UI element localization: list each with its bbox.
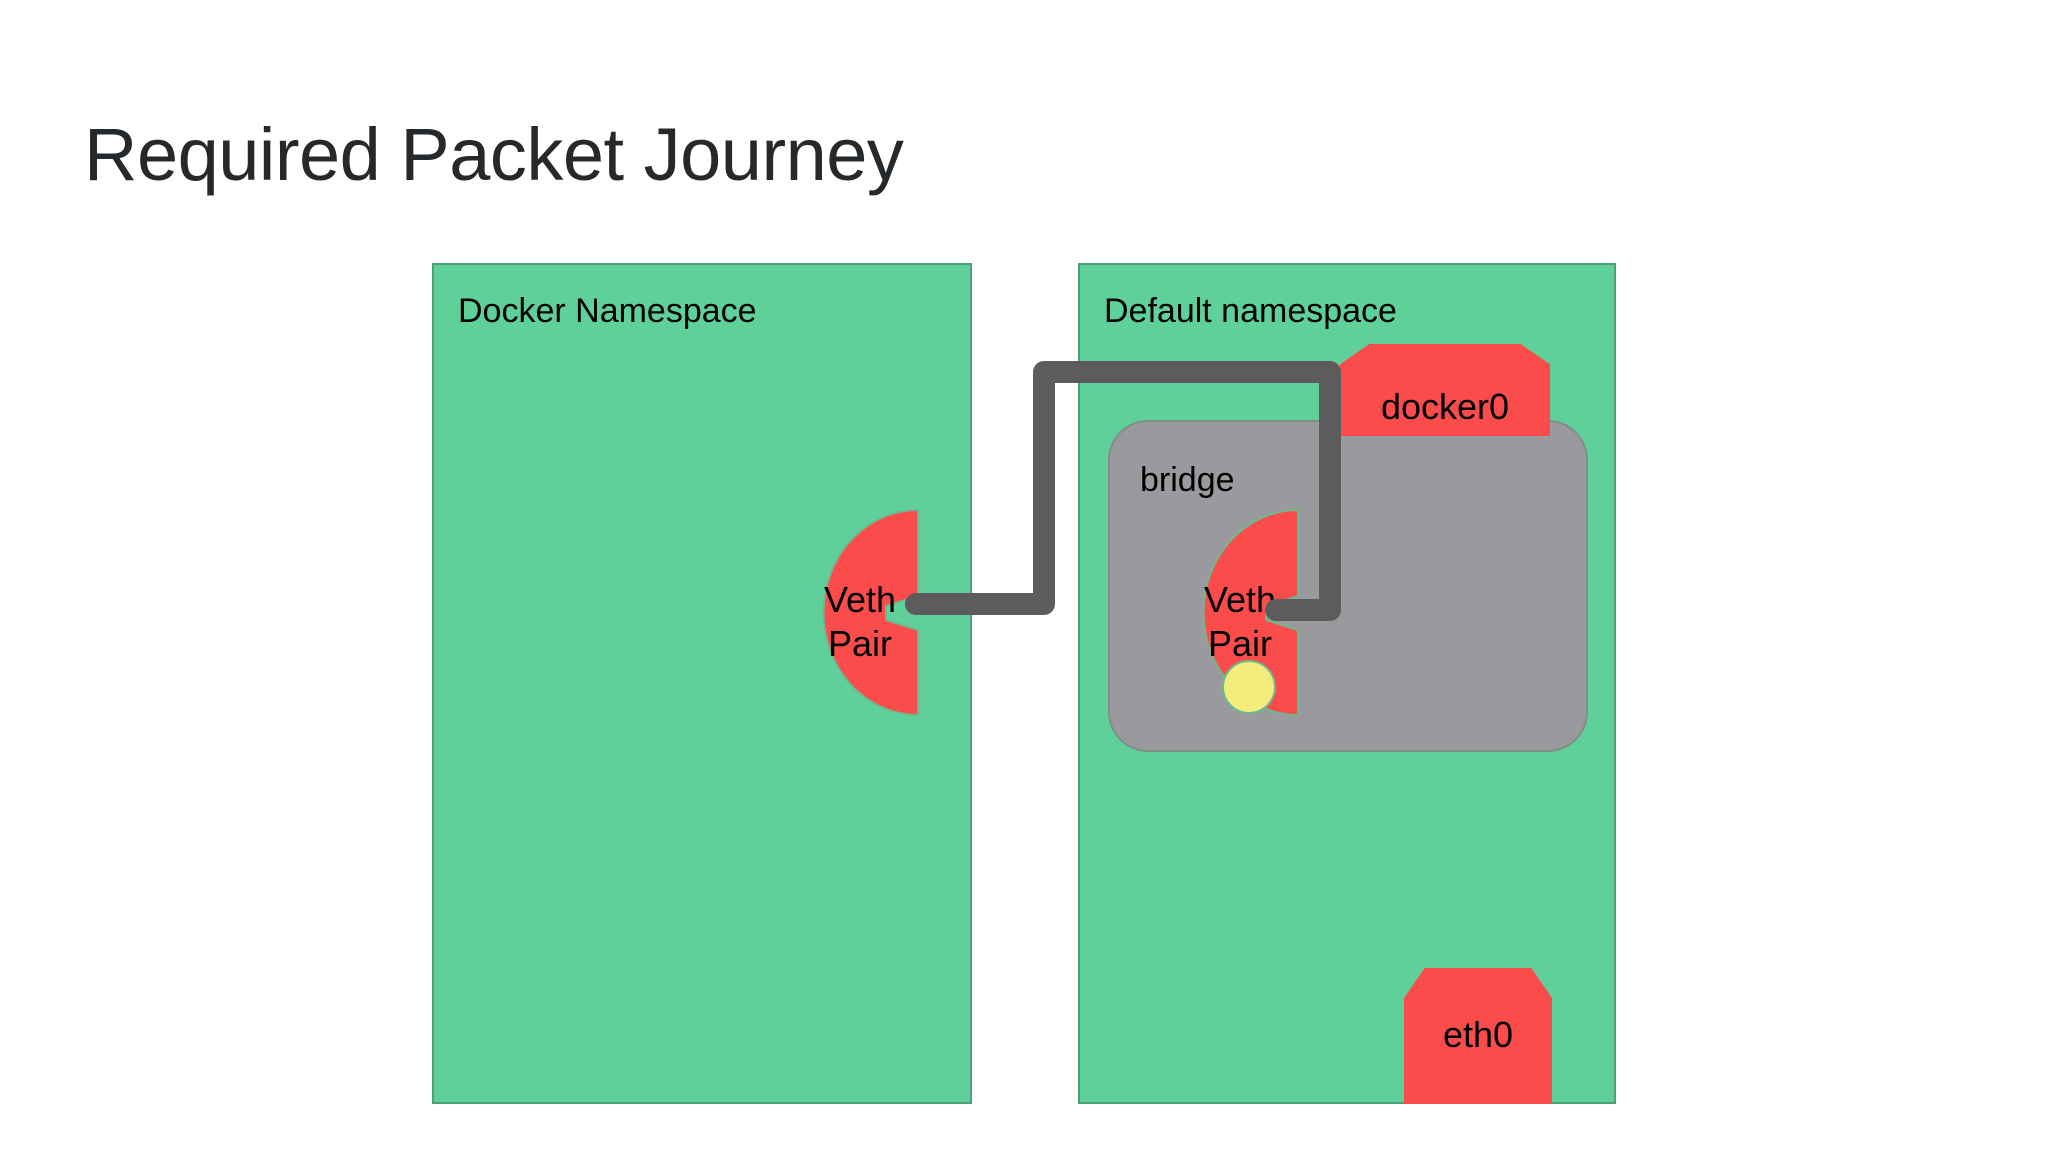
docker0-label: docker0	[1380, 386, 1510, 427]
bridge-label: bridge	[1140, 461, 1235, 499]
veth-pair-left[interactable]: Veth Pair	[766, 508, 954, 717]
page-title: Required Packet Journey	[84, 113, 904, 196]
eth0-node[interactable]: eth0	[1404, 968, 1552, 1104]
docker-namespace-label: Docker Namespace	[458, 292, 757, 330]
eth0-label: eth0	[1442, 1014, 1514, 1055]
docker0-node[interactable]: docker0	[1340, 344, 1550, 436]
packet-dot-icon	[1222, 660, 1276, 714]
veth-pair-left-shape	[822, 508, 919, 717]
default-namespace-label: Default namespace	[1104, 292, 1397, 330]
